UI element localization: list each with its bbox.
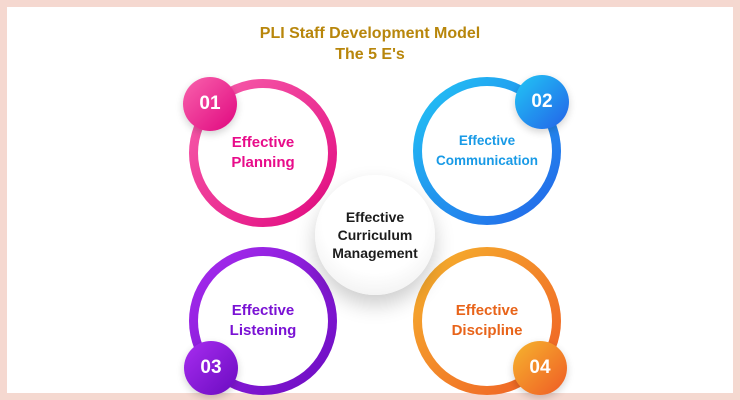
diagram-canvas: PLI Staff Development Model The 5 E's 01…	[7, 7, 733, 395]
node-effective-listening: 03 Effective Listening	[184, 247, 337, 395]
node-label-effective-planning: Effective Planning	[231, 134, 295, 171]
badge-04: 04	[513, 341, 567, 395]
badge-01: 01	[183, 77, 237, 131]
node-effective-planning: 01 Effective Planning	[183, 77, 337, 227]
center-node-label: Effective Curriculum Management	[332, 209, 418, 261]
node-label-effective-listening: Effective Listening	[229, 302, 297, 339]
badge-03: 03	[184, 341, 238, 395]
node-effective-discipline: 04 Effective Discipline	[413, 247, 567, 395]
page-title-line1: PLI Staff Development Model	[259, 25, 481, 42]
badge-02: 02	[515, 75, 569, 129]
page-title: PLI Staff Development Model The 5 E's	[7, 23, 733, 65]
node-effective-communication: 02 Effective Communication	[413, 75, 569, 225]
center-node-curriculum-management: Effective Curriculum Management	[315, 175, 435, 295]
node-label-effective-discipline: Effective Discipline	[451, 302, 523, 339]
node-label-effective-communication: Effective Communication	[435, 133, 538, 168]
page-title-line2: The 5 E's	[335, 46, 405, 63]
